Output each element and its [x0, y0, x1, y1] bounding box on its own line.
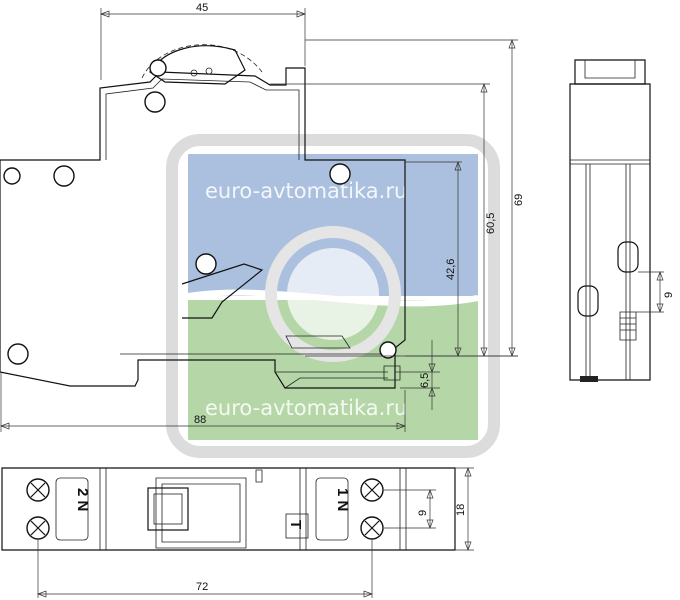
- terminal-screws: [26, 478, 384, 540]
- mounting-hole: [379, 341, 397, 359]
- dimension-bottom-pitch: 9: [417, 510, 429, 516]
- watermark-text-bottom: euro-avtomatika.ru: [205, 396, 407, 420]
- mounting-hole: [329, 163, 351, 185]
- dimension-width-overall: 88: [194, 414, 206, 426]
- terminal-label-left: 2 N: [74, 488, 91, 511]
- dimension-width-top: 45: [196, 2, 208, 14]
- dimension-height-mid: 60,5: [485, 213, 497, 234]
- screw-icon: [360, 478, 384, 502]
- terminal-label-right: 1 N: [334, 488, 351, 511]
- dimension-offset-small: 6,5: [419, 373, 431, 388]
- screw-icon: [360, 516, 384, 540]
- screw-icon: [26, 478, 50, 502]
- bottom-view: [1, 467, 456, 551]
- side-profile-dimensions: 45 69 60,5 42,6 6,5 88: [0, 2, 525, 432]
- dimension-terminal-spacing: 72: [196, 581, 208, 593]
- screw-icon: [26, 516, 50, 540]
- watermark-text-top: euro-avtomatika.ru: [205, 179, 407, 203]
- mounting-hole: [144, 91, 166, 113]
- mounting-hole: [3, 167, 21, 185]
- dimension-height-low: 42,6: [445, 259, 457, 280]
- mounting-hole: [53, 165, 75, 187]
- test-button-label: T: [287, 520, 304, 529]
- bottom-view-dimensions: 9 18 72: [37, 467, 474, 598]
- mounting-hole: [7, 343, 29, 365]
- watermark: euro-avtomatika.ru euro-avtomatika.ru: [166, 134, 500, 458]
- dimension-side-pitch: 9: [663, 292, 675, 298]
- dimension-bottom-height: 18: [455, 504, 467, 516]
- side-profile-view: [0, 44, 406, 389]
- end-view: 9: [569, 59, 675, 382]
- dimension-height-overall: 69: [513, 194, 525, 206]
- mounting-hole: [195, 253, 217, 275]
